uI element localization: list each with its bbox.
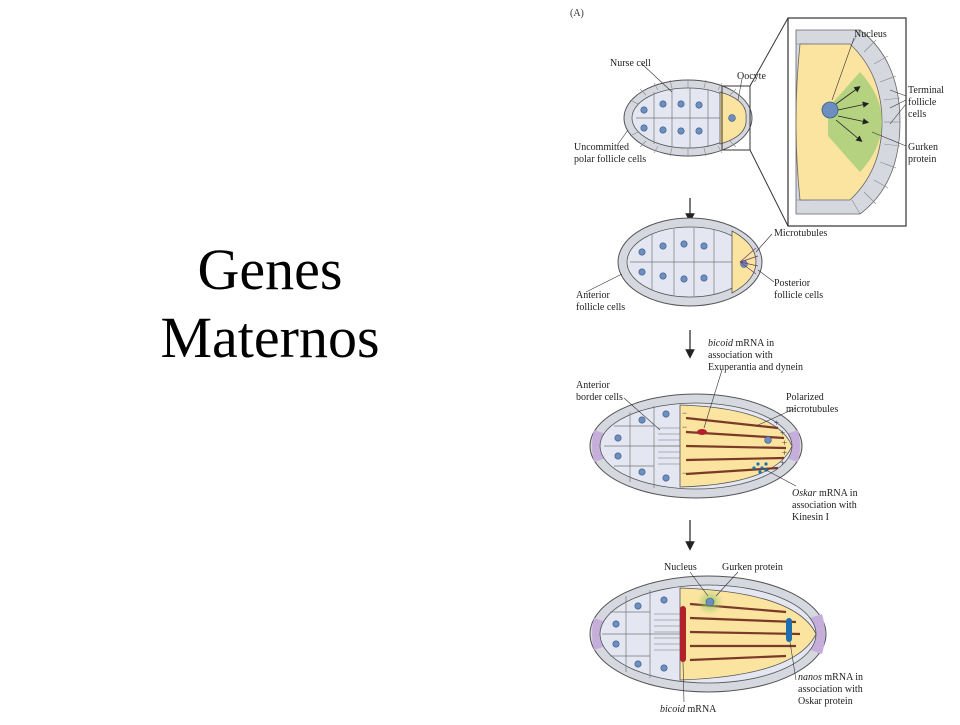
label-nurse-cell: Nurse cell <box>610 58 651 69</box>
label-bicoid-1: bicoid mRNA in <box>708 338 774 349</box>
svg-text:+: + <box>774 418 779 428</box>
inset-signal-arrows <box>835 86 870 143</box>
stage-3-polarity-signs: +++ ++ −−− <box>682 408 787 478</box>
inset-label-gurken-1: Gurken <box>908 142 938 153</box>
stage-1-egg-chamber: Nurse cell Oocyte Uncommitted polar foll… <box>574 58 766 165</box>
svg-text:+: + <box>782 438 787 448</box>
inset-nucleus <box>821 101 839 119</box>
stage-4-nucleus <box>705 597 715 607</box>
stage-1-oocyte-nucleus <box>728 114 736 122</box>
label-uncommitted-2: polar follicle cells <box>574 154 646 165</box>
label-stage4-gurken: Gurken protein <box>722 562 783 573</box>
svg-text:+: + <box>780 428 785 438</box>
label-polarized-2: microtubules <box>786 404 838 415</box>
svg-text:+: + <box>780 458 785 468</box>
stage-4-bicoid-mrna <box>680 606 686 662</box>
svg-text:−: − <box>682 422 687 432</box>
stage-4-egg-chamber: Nucleus Gurken protein nanos mRNA in ass… <box>589 562 863 715</box>
inset-source-box <box>721 85 751 151</box>
label-bicoid-3: Exuperantia and dynein <box>708 362 803 373</box>
slide-title: Genes Maternos <box>110 236 430 372</box>
oogenesis-figure: (A) Nurse <box>560 0 960 720</box>
label-nanos-2: association with <box>798 684 863 695</box>
stage-3-oskar-mrna <box>752 462 768 474</box>
inset-gurken-region <box>828 72 882 172</box>
stage-3-egg-chamber: +++ ++ −−− bicoid mRNA in association wi… <box>576 338 858 523</box>
title-line-2: Maternos <box>160 305 380 370</box>
inset-label-terminal-2: follicle <box>908 97 937 108</box>
label-bicoid-2: association with <box>708 350 773 361</box>
label-anterior-border-1: Anterior <box>576 380 611 391</box>
label-polarized-1: Polarized <box>786 392 824 403</box>
stage-1-nurse-cell-boundaries <box>636 88 720 148</box>
label-anterior-2: follicle cells <box>576 302 625 313</box>
svg-text:−: − <box>682 468 687 478</box>
stage-2-microtubules <box>739 247 759 275</box>
label-oskar-3: Kinesin I <box>792 512 829 523</box>
inset-label-gurken-2: protein <box>908 154 936 165</box>
oogenesis-diagram: (A) Nurse <box>560 0 960 720</box>
label-stage4-bicoid: bicoid mRNA <box>660 704 717 715</box>
stage-4-nanos-mrna <box>786 618 792 642</box>
label-anterior-1: Anterior <box>576 290 611 301</box>
label-microtubules: Microtubules <box>774 228 827 239</box>
inset-label-nucleus: Nucleus <box>854 29 887 40</box>
label-oskar-2: association with <box>792 500 857 511</box>
inset-label-terminal-3: cells <box>908 109 926 120</box>
label-oskar-1: Oskar mRNA in <box>792 488 858 499</box>
inset-terminal-follicle-cells: Nucleus Terminal follicle cells Gurken p… <box>787 17 944 227</box>
title-line-1: Genes <box>197 237 343 302</box>
label-posterior-1: Posterior <box>774 278 811 289</box>
label-nanos-1: nanos mRNA in <box>798 672 863 683</box>
label-anterior-border-2: border cells <box>576 392 623 403</box>
svg-text:−: − <box>682 408 687 418</box>
label-stage4-nucleus: Nucleus <box>664 562 697 573</box>
label-nanos-3: Oskar protein <box>798 696 853 707</box>
label-posterior-2: follicle cells <box>774 290 823 301</box>
stage-1-nurse-nuclei <box>640 100 703 135</box>
inset-label-terminal-1: Terminal <box>908 85 944 96</box>
svg-text:+: + <box>782 448 787 458</box>
stage-1-follicle-cells <box>629 79 737 157</box>
stage-3-border-cells <box>658 427 680 465</box>
label-oocyte: Oocyte <box>737 71 766 82</box>
panel-label: (A) <box>570 8 584 19</box>
stage-2-egg-chamber: Microtubules Posterior follicle cells An… <box>576 217 827 313</box>
stage-3-bicoid-mrna <box>697 429 707 435</box>
label-uncommitted-1: Uncommitted <box>574 142 629 153</box>
